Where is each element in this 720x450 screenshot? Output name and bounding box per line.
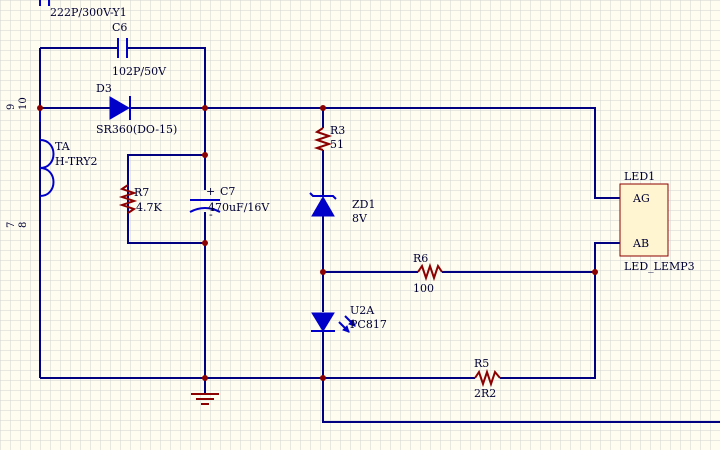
r5-ref: R5 <box>474 357 489 370</box>
led1-pin-ab: AB <box>632 237 649 250</box>
cap-y1-value: 222P/300V-Y1 <box>50 6 127 19</box>
r3-ref: R3 <box>330 124 345 137</box>
wires <box>39 47 720 423</box>
c6-value: 102P/50V <box>112 65 167 78</box>
junction-dot <box>37 105 43 111</box>
r7-value: 4.7K <box>136 201 162 214</box>
junction-dot <box>320 375 326 381</box>
wire-d3-line <box>40 107 620 199</box>
wire-top-c6 <box>40 47 206 108</box>
ta-pin-8: 8 <box>18 222 29 228</box>
junction-dot <box>320 105 326 111</box>
zener-zd1[interactable] <box>309 192 337 217</box>
ta-pin-10: 10 <box>18 97 29 110</box>
c7-value: 470uF/16V <box>208 201 270 214</box>
junctions <box>37 105 598 381</box>
led1-pin-ag: AG <box>632 192 650 205</box>
c7-plus: + <box>206 185 215 198</box>
junction-dot <box>202 152 208 158</box>
ta-value: H-TRY2 <box>55 155 97 168</box>
r3-value: 51 <box>330 138 344 151</box>
wire-r7-loop <box>127 108 206 244</box>
d3-ref: D3 <box>96 82 112 95</box>
junction-dot <box>202 105 208 111</box>
zd1-value: 8V <box>352 212 368 225</box>
ground-symbol <box>191 393 219 405</box>
resistor-r6[interactable] <box>417 262 443 282</box>
resistor-r5[interactable] <box>474 368 501 388</box>
led1-ref: LED1 <box>624 170 655 183</box>
u2a-value: PC817 <box>350 318 387 331</box>
r5-value: 2R2 <box>474 387 496 400</box>
wire-r6 <box>323 242 620 273</box>
wire-r3-branch <box>322 108 720 423</box>
ta-pin-7: 7 <box>6 222 17 228</box>
c7-ref: C7 <box>220 185 235 198</box>
zd1-ref: ZD1 <box>352 198 375 211</box>
capacitor-c7[interactable] <box>189 199 221 213</box>
junction-dot <box>202 375 208 381</box>
junction-dot <box>320 269 326 275</box>
optocoupler-u2a[interactable] <box>311 312 356 333</box>
ta-ref: TA <box>55 140 71 153</box>
diode-d3[interactable] <box>109 96 131 120</box>
resistor-r3[interactable] <box>313 127 333 151</box>
wire-bottom <box>40 272 596 379</box>
led1-value: LED_LEMP3 <box>624 260 695 273</box>
capacitor-c6[interactable] <box>117 38 128 58</box>
junction-dot <box>202 240 208 246</box>
junction-dot <box>592 269 598 275</box>
ta-pin-9: 9 <box>6 104 17 110</box>
led1-block[interactable] <box>619 183 669 257</box>
c6-ref: C6 <box>112 21 127 34</box>
resistor-r7[interactable] <box>118 184 138 214</box>
r7-ref: R7 <box>134 186 149 199</box>
cap-y1-symbol[interactable] <box>39 0 50 6</box>
c7-minus: - <box>209 208 213 221</box>
d3-value: SR360(DO-15) <box>96 123 177 136</box>
r6-ref: R6 <box>413 252 428 265</box>
r6-value: 100 <box>413 282 434 295</box>
u2a-ref: U2A <box>350 304 375 317</box>
